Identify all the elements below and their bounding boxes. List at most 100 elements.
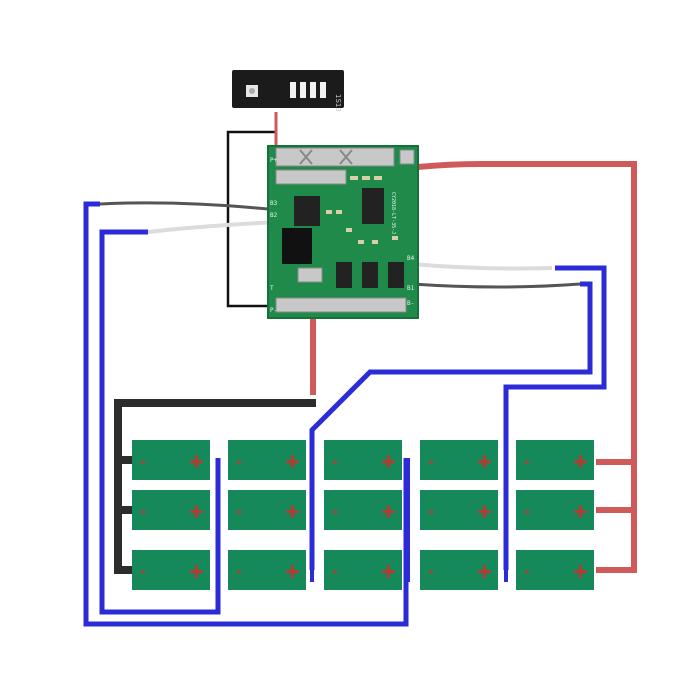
battery-cell-body (516, 550, 594, 590)
battery-cell-body (420, 440, 498, 480)
silk-b3: B3 (270, 200, 278, 207)
silk-b1: B1 (407, 285, 415, 292)
positive-terminal: + (188, 449, 205, 473)
positive-terminal: + (380, 559, 397, 583)
led-1 (290, 82, 296, 98)
negative-terminal: - (236, 454, 242, 470)
battery-cell-body (420, 550, 498, 590)
bms-board: P+ B3 B2 T P- B4 B1 B- CY2018-LT-35-J (267, 145, 419, 319)
battery-cell: -+ (516, 490, 594, 530)
battery-cell: -+ (324, 440, 402, 480)
led-3 (310, 82, 316, 98)
negative-terminal: - (332, 454, 338, 470)
positive-terminal: + (572, 449, 589, 473)
silk-b2: B2 (270, 212, 278, 219)
battery-cell-body (516, 440, 594, 480)
negative-terminal: - (236, 504, 242, 520)
negative-terminal: - (524, 454, 530, 470)
silk-b4: B4 (407, 255, 415, 262)
bms-bottom-strip-2 (275, 297, 407, 313)
silk-p-minus: P- (270, 307, 277, 314)
bms-mosfet-1 (294, 196, 320, 226)
bms-top-pad (399, 149, 415, 165)
battery-cell-body (324, 490, 402, 530)
bms-bottom-strip-1 (297, 267, 323, 283)
positive-terminal: + (572, 499, 589, 523)
positive-terminal: + (188, 499, 205, 523)
battery-cell-body (228, 550, 306, 590)
silk-p-plus: P+ (270, 157, 278, 164)
silk-chip-text: CY2018-LT-35-J (390, 192, 396, 234)
balance-wire-diag (309, 281, 593, 570)
battery-cell-body (132, 490, 210, 530)
silk-b-minus: B- (407, 300, 414, 307)
bms-white-lead-left (147, 220, 279, 234)
led-board-button-dot (249, 88, 255, 94)
negative-terminal: - (140, 504, 146, 520)
led-board-label: 1S13 (334, 94, 342, 112)
bms-top-strip-marks (299, 149, 353, 165)
bms-mosfet-4 (388, 262, 404, 288)
battery-cell: -+ (132, 440, 210, 480)
bms-second-terminal-strip (275, 169, 347, 185)
battery-cell-body (420, 490, 498, 530)
bms-connector (282, 228, 312, 264)
bms-mosfet-2 (336, 262, 352, 288)
battery-cell-body (228, 440, 306, 480)
battery-cell: -+ (132, 550, 210, 590)
battery-cell-body (516, 490, 594, 530)
negative-terminal: - (140, 454, 146, 470)
balance-wire-mid (503, 265, 607, 570)
wires (83, 112, 637, 627)
battery-cell: -+ (516, 440, 594, 480)
negative-terminal: - (524, 564, 530, 580)
positive-terminal: + (380, 449, 397, 473)
positive-terminal: + (476, 449, 493, 473)
positive-terminal: + (476, 499, 493, 523)
battery-cell: -+ (324, 490, 402, 530)
pack-negative-black-wire (114, 399, 316, 574)
battery-cell: -+ (132, 490, 210, 530)
battery-cell-body (228, 490, 306, 530)
pack-positive-red-wire (417, 161, 637, 573)
battery-cell: -+ (228, 440, 306, 480)
battery-cell: -+ (324, 550, 402, 590)
battery-cell: -+ (420, 490, 498, 530)
battery-cell-body (324, 440, 402, 480)
battery-cell-body (132, 440, 210, 480)
led-2 (300, 82, 306, 98)
negative-terminal: - (524, 504, 530, 520)
battery-cell: -+ (228, 490, 306, 530)
battery-cell: -+ (228, 550, 306, 590)
bms-white-lead-right (411, 262, 553, 271)
negative-terminal: - (332, 564, 338, 580)
led-board-pcb (232, 70, 344, 108)
bms-smd-components (326, 176, 398, 244)
bms-mosfet-3 (362, 262, 378, 288)
battery-cell-body (132, 550, 210, 590)
negative-terminal: - (428, 564, 434, 580)
battery-cell: -+ (420, 440, 498, 480)
negative-terminal: - (140, 564, 146, 580)
negative-terminal: - (428, 504, 434, 520)
positive-terminal: + (284, 449, 301, 473)
bms-gray-lead-left (99, 201, 279, 212)
battery-cell: -+ (420, 550, 498, 590)
bms-top-terminal-strip (275, 147, 395, 167)
negative-terminal: - (332, 504, 338, 520)
positive-terminal: + (284, 559, 301, 583)
positive-terminal: + (380, 499, 397, 523)
led-4 (320, 82, 326, 98)
bms-ic-chip (362, 188, 384, 224)
positive-terminal: + (188, 559, 205, 583)
negative-terminal: - (236, 564, 242, 580)
bms-gray-lead-right (411, 282, 581, 289)
led-indicator-board: 1S13 (232, 70, 344, 112)
positive-terminal: + (572, 559, 589, 583)
silk-t: T (270, 285, 274, 292)
positive-terminal: + (476, 559, 493, 583)
negative-terminal: - (428, 454, 434, 470)
battery-pack: -+-+-+-+-+-+-+-+-+-+-+-+-+-+-+ (132, 440, 594, 590)
